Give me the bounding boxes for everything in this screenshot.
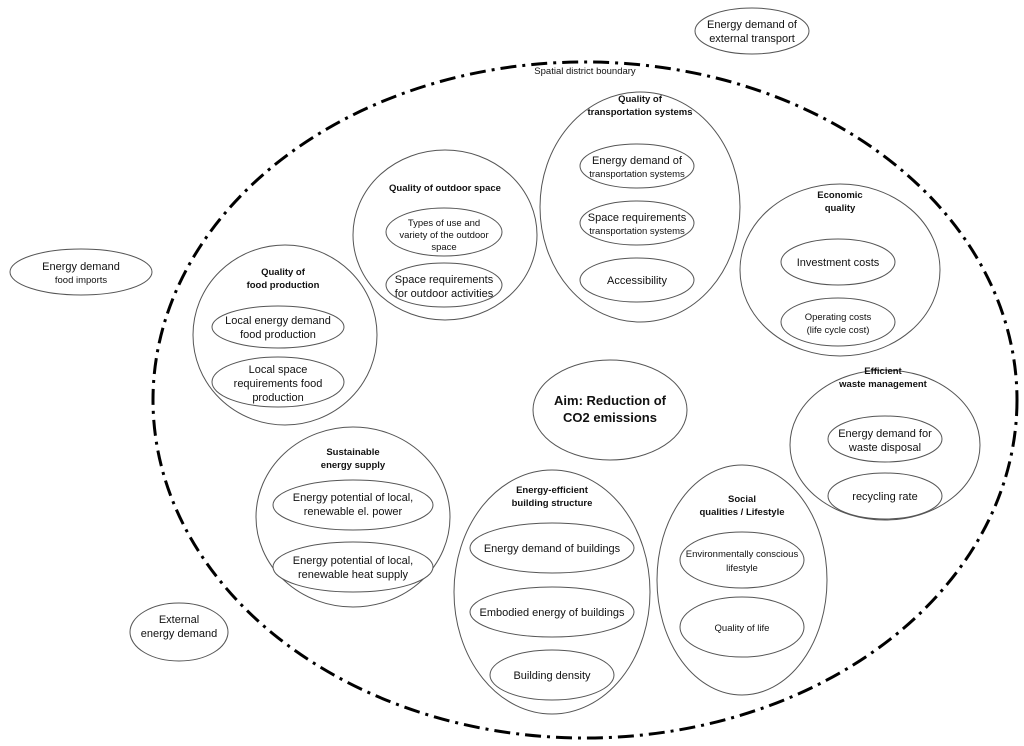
- svg-text:Quality of: Quality of: [261, 267, 306, 278]
- svg-text:Operating costs: Operating costs: [805, 312, 872, 323]
- svg-text:food production: food production: [240, 329, 316, 341]
- svg-text:Energy demand of: Energy demand of: [592, 155, 683, 167]
- svg-text:energy supply: energy supply: [321, 460, 386, 471]
- svg-text:Accessibility: Accessibility: [607, 275, 667, 287]
- svg-text:Local space: Local space: [249, 364, 308, 376]
- group-social-lifestyle: Social qualities / Lifestyle Environment…: [656, 464, 828, 696]
- svg-text:building structure: building structure: [512, 498, 593, 509]
- svg-text:food imports: food imports: [55, 275, 108, 286]
- svg-text:Environmentally conscious: Environmentally conscious: [686, 549, 799, 560]
- svg-text:Quality of outdoor space: Quality of outdoor space: [389, 183, 501, 194]
- svg-text:Building density: Building density: [513, 670, 591, 682]
- item-outdoor-space-req: Space requirements for outdoor activitie…: [385, 262, 503, 308]
- svg-text:Energy potential of local,: Energy potential of local,: [293, 555, 413, 567]
- svg-text:waste management: waste management: [838, 379, 927, 390]
- svg-text:renewable el. power: renewable el. power: [304, 506, 403, 518]
- aim-node: Aim: Reduction of CO2 emissions: [532, 359, 688, 461]
- svg-text:external transport: external transport: [709, 33, 795, 45]
- svg-text:Local energy demand: Local energy demand: [225, 315, 331, 327]
- svg-text:energy demand: energy demand: [141, 628, 217, 640]
- item-accessibility: Accessibility: [579, 257, 695, 303]
- svg-text:External: External: [159, 614, 199, 626]
- external-energy-node: External energy demand: [129, 602, 229, 662]
- svg-text:transportation systems: transportation systems: [587, 107, 692, 118]
- group-economic: Economic quality Investment costs Operat…: [739, 183, 941, 357]
- item-food-space: Local space requirements food production: [211, 356, 345, 408]
- item-building-energy: Energy demand of buildings: [469, 522, 635, 574]
- svg-text:production: production: [252, 392, 303, 404]
- item-operating-costs: Operating costs (life cycle cost): [780, 297, 896, 347]
- svg-text:Space requirements: Space requirements: [588, 212, 687, 224]
- group-food-production: Quality of food production Local energy …: [192, 244, 378, 426]
- item-investment-costs: Investment costs: [780, 238, 896, 286]
- group-transportation: Quality of transportation systems Energy…: [539, 91, 741, 323]
- svg-text:Quality of: Quality of: [618, 94, 663, 105]
- svg-text:Social: Social: [728, 494, 756, 505]
- svg-text:variety of the outdoor: variety of the outdoor: [399, 230, 488, 241]
- item-recycling-rate: recycling rate: [827, 472, 943, 520]
- svg-text:transportation systems: transportation systems: [589, 226, 685, 237]
- svg-text:Quality of life: Quality of life: [715, 623, 770, 634]
- svg-text:food production: food production: [247, 280, 320, 291]
- svg-text:space: space: [431, 242, 456, 253]
- item-embodied-energy: Embodied energy of buildings: [469, 586, 635, 638]
- svg-text:Energy-efficient: Energy-efficient: [516, 485, 589, 496]
- item-conscious-lifestyle: Environmentally conscious lifestyle: [679, 531, 805, 589]
- svg-text:Energy demand for: Energy demand for: [838, 428, 932, 440]
- svg-text:requirements food: requirements food: [234, 378, 323, 390]
- svg-text:Aim: Reduction of: Aim: Reduction of: [554, 393, 667, 408]
- svg-text:waste disposal: waste disposal: [848, 442, 921, 454]
- svg-text:Space requirements: Space requirements: [395, 274, 494, 286]
- svg-text:Energy demand of buildings: Energy demand of buildings: [484, 543, 621, 555]
- svg-text:transportation systems: transportation systems: [589, 169, 685, 180]
- item-building-density: Building density: [489, 649, 615, 701]
- item-transport-energy: Energy demand of transportation systems: [579, 143, 695, 189]
- svg-text:(life cycle cost): (life cycle cost): [807, 325, 870, 336]
- item-quality-of-life: Quality of life: [679, 596, 805, 658]
- item-renewable-heat: Energy potential of local, renewable hea…: [272, 541, 434, 593]
- item-waste-energy: Energy demand for waste disposal: [827, 415, 943, 463]
- svg-text:Energy demand: Energy demand: [42, 261, 120, 273]
- svg-text:Energy potential of local,: Energy potential of local,: [293, 492, 413, 504]
- group-outdoor-space: Quality of outdoor space Types of use an…: [352, 149, 538, 321]
- svg-text:Embodied energy of buildings: Embodied energy of buildings: [480, 607, 625, 619]
- svg-text:Economic: Economic: [817, 190, 862, 201]
- svg-text:quality: quality: [825, 203, 856, 214]
- external-transport-node: Energy demand of external transport: [694, 7, 810, 55]
- boundary-label: Spatial district boundary: [534, 66, 636, 77]
- group-energy-supply: Sustainable energy supply Energy potenti…: [255, 426, 451, 608]
- item-outdoor-types: Types of use and variety of the outdoor …: [385, 207, 503, 257]
- svg-text:CO2 emissions: CO2 emissions: [563, 410, 657, 425]
- svg-text:renewable heat supply: renewable heat supply: [298, 569, 409, 581]
- item-renewable-power: Energy potential of local, renewable el.…: [272, 479, 434, 531]
- item-food-energy: Local energy demand food production: [211, 305, 345, 349]
- svg-text:Energy demand of: Energy demand of: [707, 19, 798, 31]
- svg-text:Efficient: Efficient: [864, 366, 902, 377]
- svg-text:lifestyle: lifestyle: [726, 563, 758, 574]
- svg-text:Types of use and: Types of use and: [408, 218, 480, 229]
- group-waste-management: Efficient waste management Energy demand…: [789, 366, 981, 521]
- svg-text:recycling rate: recycling rate: [852, 491, 917, 503]
- svg-text:Sustainable: Sustainable: [326, 447, 379, 458]
- svg-text:for outdoor activities: for outdoor activities: [395, 288, 494, 300]
- group-building-structure: Energy-efficient building structure Ener…: [453, 469, 651, 715]
- district-boundary: [151, 60, 1019, 740]
- external-food-node: Energy demand food imports: [9, 248, 153, 296]
- svg-text:qualities / Lifestyle: qualities / Lifestyle: [700, 507, 785, 518]
- svg-text:Investment costs: Investment costs: [797, 257, 880, 269]
- item-transport-space: Space requirements transportation system…: [579, 200, 695, 246]
